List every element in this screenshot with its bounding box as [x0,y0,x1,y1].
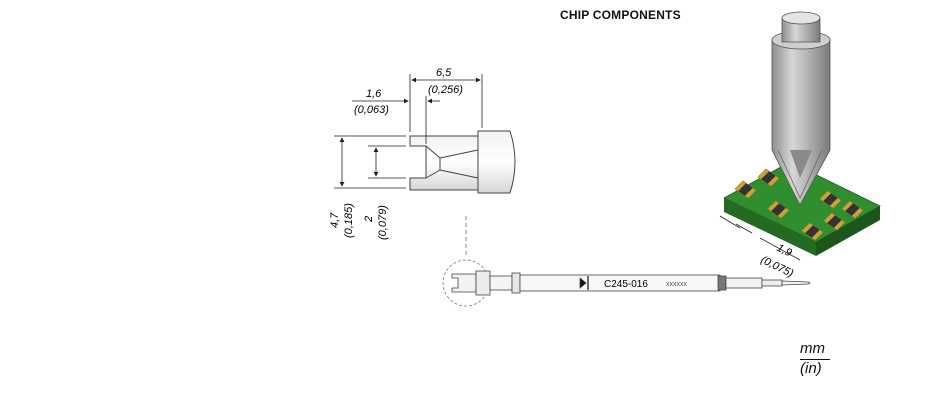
soldering-tip-3d [771,11,831,206]
dim-gap-mm: 2 [363,216,375,223]
pcb-illustration [719,11,881,261]
cartridge-tip-head [451,273,477,293]
dim-height-mm: 4,7 [329,212,341,228]
page-title: CHIP COMPONENTS [560,8,681,22]
tip-body [477,130,516,194]
tip-bevel [425,145,441,179]
tip-blade [409,135,479,191]
dim-height-in: (0,185) [343,203,355,238]
unit-label-in: (in) [800,360,822,377]
dim-pad-mm: 1,9 [775,242,794,259]
dim-length-in: (0,256) [428,84,463,96]
cartridge-pin [761,279,783,287]
pcb-board-side-left [724,198,816,256]
tip-edge-lower [439,169,479,179]
dim-length-mm: 6,5 [436,67,452,79]
tip-serial: xxxxxx [666,281,688,288]
cartridge-pin-tip [781,280,811,286]
tip-3d-sleeve-top [781,11,821,25]
orientation-arrow-icon [579,277,587,289]
pcb-board-side-right [816,206,880,256]
dim-slot-mm: 1,6 [366,88,382,100]
cartridge-ring [511,272,521,294]
dim-gap-in: (0,079) [377,205,389,240]
dimension-lines [334,74,483,189]
unit-divider [800,359,830,360]
tip-3d-blade-edge [777,149,823,199]
cartridge-collar [475,270,491,296]
dim-pad-lines [719,215,801,261]
cartridge-rear [725,277,763,289]
tip-enlarged-view [409,130,516,194]
dim-pad-ext-left [719,215,741,229]
tip-code: C245-016 [604,279,648,290]
tip-cartridge [442,259,811,307]
dim-slot-in: (0,063) [354,104,389,116]
dim-pad-line-1 [735,223,753,234]
tip-3d-blade-slot [790,150,812,178]
dim-pad-in: (0,075) [759,254,796,280]
tip-edge-upper [439,149,479,159]
dim-pad-line-2 [759,237,801,261]
cartridge-band [717,275,727,291]
cartridge-neck [489,275,513,291]
unit-label-mm: mm [800,340,825,357]
